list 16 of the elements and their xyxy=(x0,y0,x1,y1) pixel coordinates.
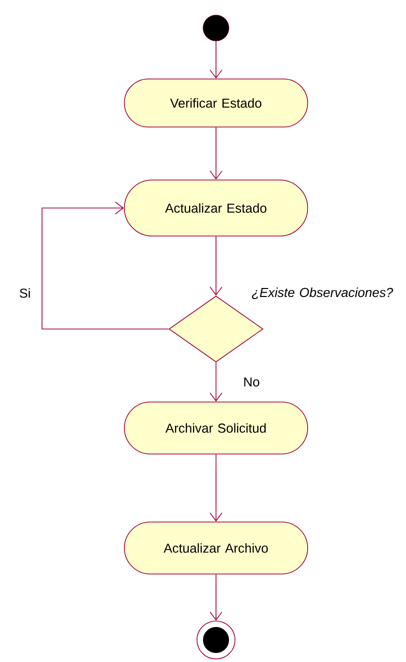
arrow xyxy=(210,454,222,522)
end-node xyxy=(196,620,236,660)
arrow xyxy=(210,127,222,180)
arrow xyxy=(42,202,169,330)
edge-label: No xyxy=(242,376,261,388)
start-node xyxy=(202,14,230,42)
activity-box: Actualizar Archivo xyxy=(124,522,308,574)
arrow xyxy=(210,236,222,296)
activity-box: Archivar Solicitud xyxy=(124,402,308,454)
activity-box: Verificar Estado xyxy=(124,78,308,128)
arrow xyxy=(210,362,222,402)
question-text: ¿Existe Observaciones? xyxy=(252,288,394,300)
activity-box: Actualizar Estado xyxy=(124,180,308,236)
arrow xyxy=(210,574,222,621)
edge-label: Si xyxy=(18,287,32,299)
arrow xyxy=(210,40,222,79)
